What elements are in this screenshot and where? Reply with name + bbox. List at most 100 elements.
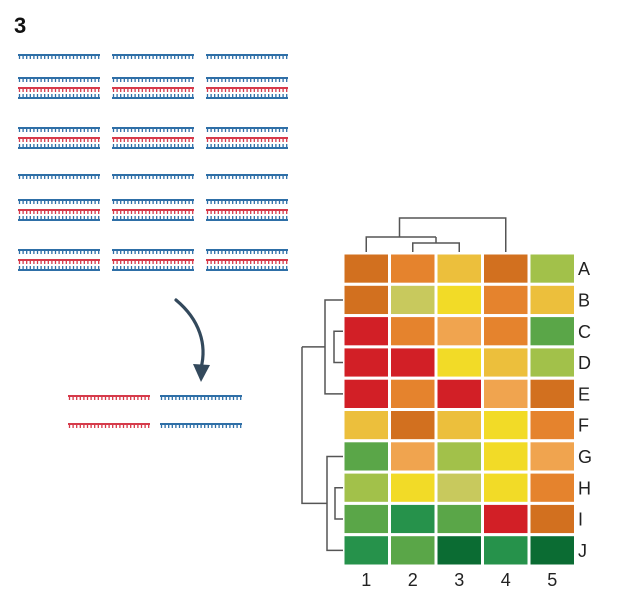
strand-library [18,54,288,271]
heatmap-cell [527,314,577,349]
dendrogram-branch [301,346,327,505]
heatmap-cell [481,376,531,412]
heatmap-cell [481,439,531,474]
library-strand-blue [206,94,288,99]
library-strand-blue [18,144,100,149]
selected-strand-red [68,423,150,428]
heatmap-cell [481,408,531,443]
library-strand-red [112,259,194,264]
heatmap-cell [434,314,484,349]
heatmap-cell [481,501,531,537]
heatmap-cell [481,470,531,505]
library-strand-blue [112,94,194,99]
heatmap-cell [388,282,438,318]
heatmap-cell [388,533,438,568]
library-strand-blue [18,127,100,132]
heatmap-cell [481,282,531,318]
heatmap-cell [341,345,391,380]
dendrogram-branch [398,217,507,252]
library-strand-blue [112,77,194,82]
row-label: H [578,478,591,498]
heatmap-cell [341,376,391,412]
heatmap-cell [341,470,391,505]
col-label: 2 [408,570,418,590]
heatmap-cell [388,470,438,505]
library-strand-red [206,137,288,142]
row-label: C [578,322,591,342]
library-strand-blue [18,216,100,221]
library-strand-blue [18,266,100,271]
library-strand-blue [206,199,288,204]
heatmap-cell [388,408,438,443]
heatmap-cell [341,282,391,318]
heatmap [341,251,577,568]
heatmap-cell [341,314,391,349]
heatmap-cell [481,533,531,568]
library-strand-blue [18,54,100,59]
heatmap-cell [527,408,577,443]
library-strand-blue [112,144,194,149]
col-label: 4 [501,570,511,590]
heatmap-cell [434,439,484,474]
library-strand-blue [112,54,194,59]
library-strand-red [18,137,100,142]
col-label: 5 [547,570,557,590]
library-strand-blue [112,174,194,179]
heatmap-cell [434,251,484,286]
heatmap-cell [434,408,484,443]
heatmap-cell [341,533,391,568]
heatmap-cell [388,439,438,474]
col-label: 1 [361,570,371,590]
library-strand-red [112,137,194,142]
heatmap-cell [527,501,577,537]
library-strand-blue [206,77,288,82]
heatmap-cell [388,501,438,537]
heatmap-cell [527,251,577,286]
library-strand-blue [18,77,100,82]
arrowhead-icon [193,364,210,382]
selected-strand-red [68,395,150,400]
row-dendrogram [301,299,343,552]
selection-arrow [174,298,210,382]
library-strand-red [112,209,194,214]
heatmap-cell [527,345,577,380]
panel-number: 3 [14,13,26,38]
heatmap-cell [527,282,577,318]
library-strand-red [206,87,288,92]
heatmap-cell [341,439,391,474]
heatmap-cell [434,376,484,412]
library-strand-blue [206,144,288,149]
library-strand-blue [112,266,194,271]
heatmap-cell [434,533,484,568]
heatmap-cell [341,501,391,537]
row-label: E [578,384,590,404]
library-strand-red [206,259,288,264]
heatmap-cell [434,345,484,380]
library-strand-blue [206,174,288,179]
library-strand-blue [112,199,194,204]
heatmap-cell [434,470,484,505]
library-strand-blue [206,249,288,254]
row-label: J [578,541,587,561]
heatmap-cell [434,501,484,537]
heatmap-cell [341,408,391,443]
library-strand-red [206,209,288,214]
library-strand-blue [112,249,194,254]
row-label: G [578,447,592,467]
selected-pairs [68,395,242,428]
curved-arrow-icon [174,298,205,370]
library-strand-blue [206,127,288,132]
dendrogram-branch [333,330,343,364]
heatmap-cell [388,251,438,286]
row-label: I [578,510,583,530]
selected-strand-blue [160,395,242,400]
library-strand-blue [112,127,194,132]
library-strand-blue [206,54,288,59]
heatmap-cell [341,251,391,286]
heatmap-cell [527,470,577,505]
library-strand-blue [206,266,288,271]
dendrogram-branch [326,455,343,552]
library-strand-blue [18,174,100,179]
